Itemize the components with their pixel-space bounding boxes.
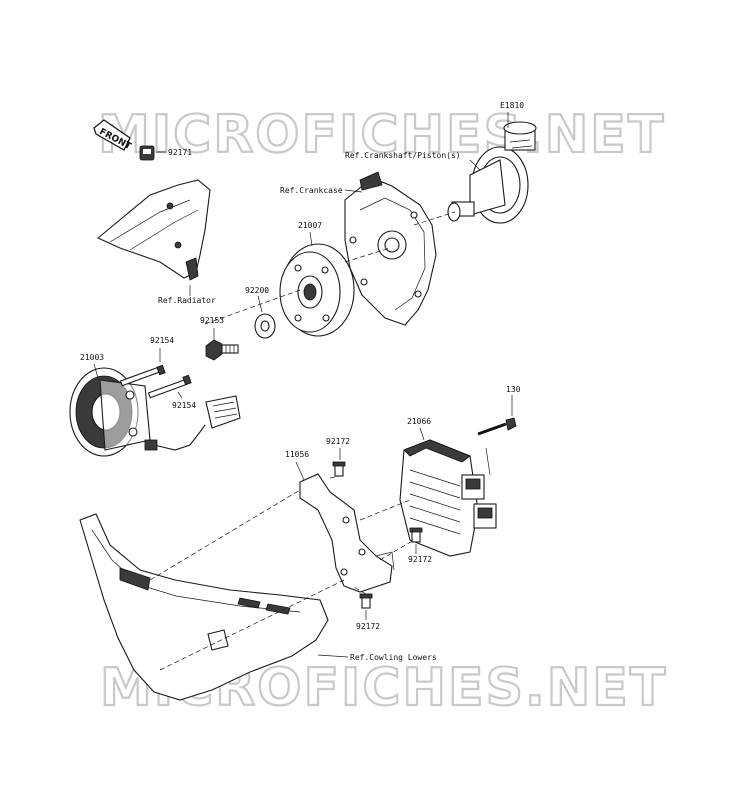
label-21066: 21066 bbox=[407, 417, 431, 426]
label-92171: 92171 bbox=[168, 148, 192, 157]
label-92153: 92153 bbox=[200, 316, 224, 325]
bolt-92154-upper[interactable] bbox=[119, 364, 166, 387]
bolt-92172-right[interactable] bbox=[409, 527, 423, 543]
label-92172-lower: 92172 bbox=[356, 622, 380, 631]
stator-connector bbox=[144, 395, 241, 451]
bolt-92153[interactable] bbox=[205, 339, 239, 361]
label-92172-right: 92172 bbox=[408, 555, 432, 564]
label-21003: 21003 bbox=[80, 353, 104, 362]
label-ref-crankshaft: Ref.Crankshaft/Piston(s) bbox=[345, 151, 461, 160]
label-e1810: E1810 bbox=[500, 101, 524, 110]
label-92200: 92200 bbox=[245, 286, 269, 295]
label-ref-cowling: Ref.Cowling Lowers bbox=[350, 653, 437, 662]
label-11056: 11056 bbox=[285, 450, 309, 459]
crankcase-cover bbox=[344, 171, 437, 326]
bolt-92172-lower[interactable] bbox=[359, 593, 373, 609]
cowling-lower bbox=[79, 513, 329, 701]
label-ref-radiator: Ref.Radiator bbox=[158, 296, 216, 305]
regulator-21066[interactable] bbox=[399, 439, 497, 557]
label-92172-upper: 92172 bbox=[326, 437, 350, 446]
washer-92200[interactable] bbox=[254, 313, 276, 339]
bracket-11056[interactable] bbox=[299, 473, 395, 593]
label-92154-upper: 92154 bbox=[150, 336, 174, 345]
bolt-92172-upper[interactable] bbox=[332, 461, 346, 477]
label-ref-crankcase: Ref.Crankcase bbox=[280, 186, 343, 195]
rotor-21007[interactable] bbox=[279, 243, 355, 337]
radiator-shroud bbox=[96, 179, 211, 281]
crankshaft bbox=[447, 121, 537, 224]
clip-92171[interactable] bbox=[139, 145, 155, 161]
label-130: 130 bbox=[506, 385, 521, 394]
bolt-92154-lower[interactable] bbox=[147, 374, 192, 399]
stator-21003[interactable] bbox=[69, 367, 151, 457]
alignment-lines bbox=[149, 211, 456, 671]
bolt-130[interactable] bbox=[477, 417, 517, 436]
watermark-top: MICROFICHES.NET bbox=[98, 105, 665, 165]
label-21007: 21007 bbox=[298, 221, 322, 230]
label-92154-lower: 92154 bbox=[172, 401, 196, 410]
